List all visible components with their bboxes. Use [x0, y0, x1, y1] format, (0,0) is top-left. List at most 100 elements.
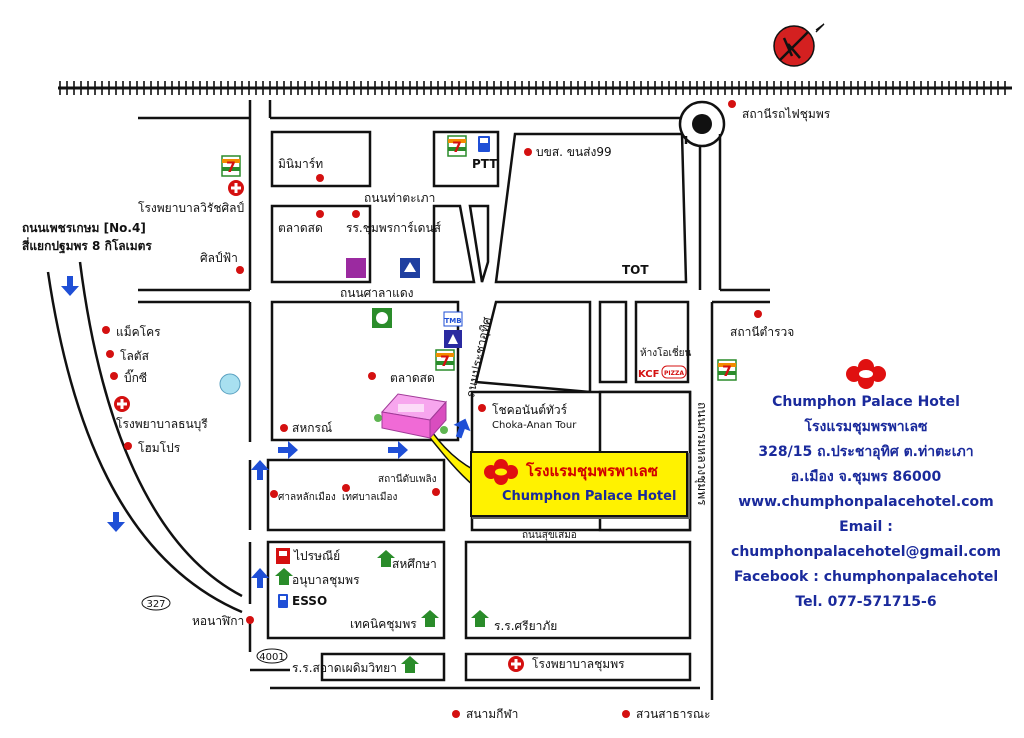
label-lotus: โลตัส: [120, 349, 150, 363]
location-dot: [478, 404, 486, 412]
location-dot: [270, 490, 278, 498]
location-dot: [316, 174, 324, 182]
seven-eleven-icon: 7: [435, 349, 455, 371]
label-park: สวนสาธารณะ: [636, 707, 710, 721]
svg-text:7: 7: [226, 160, 236, 176]
direction-arrow: [107, 512, 125, 532]
bank-icon: TMB: [219, 258, 463, 395]
label-bus99: บขส. ขนส่ง99: [536, 145, 612, 159]
location-dot: [236, 266, 244, 274]
seven-eleven-icon: 7: [221, 155, 241, 177]
label-technical: เทคนิคชุมพร: [350, 617, 417, 632]
road-phetkasem-sub: สี่แยกปฐมพร 8 กิโลเมตร: [22, 237, 152, 254]
location-dot: [728, 100, 736, 108]
city-blocks: [266, 130, 692, 682]
hotel-facebook[interactable]: Facebook : chumphonpalacehotel: [733, 569, 999, 585]
callout-name-th: โรงแรมชุมพรพาเลซ: [526, 462, 658, 480]
road-network: [46, 100, 770, 700]
location-dot: [622, 710, 630, 718]
location-dot: [316, 210, 324, 218]
hospital-cross-icon: [114, 396, 130, 412]
hotel-logo-icon: [484, 459, 518, 485]
svg-text:7: 7: [440, 354, 450, 370]
label-chumphon-hospital: โรงพยาบาลชุมพร: [532, 657, 625, 672]
direction-arrow: [61, 276, 79, 296]
fuel-icon: [278, 594, 288, 608]
label-fire-station: สถานีดับเพลิง: [378, 473, 437, 485]
label-makro: แม็คโคร: [116, 324, 161, 339]
label-bigc: บิ๊กซี: [124, 369, 147, 385]
label-minimart: มินิมาร์ท: [278, 157, 323, 171]
school-icons: [275, 550, 489, 673]
seven-eleven-icon: 7: [717, 359, 737, 381]
label-chumphon-garden: รร.ชุมพรการ์เดนส์: [346, 221, 442, 236]
school-icon: [377, 550, 395, 567]
hotel-email[interactable]: Email : chumphonpalacehotel@gmail.com: [731, 519, 1001, 560]
hotel-building-icon: [374, 393, 448, 440]
label-stadium: สนามกีฬา: [466, 707, 518, 721]
location-dot: [246, 616, 254, 624]
label-kindergarten: อนุบาลชุมพร: [292, 573, 360, 588]
label-police: สถานีตำรวจ: [730, 325, 794, 339]
hotel-name-en: Chumphon Palace Hotel: [772, 394, 960, 410]
hotel-tel[interactable]: Tel. 077-571715-6: [795, 594, 937, 610]
label-sinlapa: ศิลป์ฟ้า: [200, 251, 238, 265]
location-dot: [452, 710, 460, 718]
road-tha-taphao: ถนนท่าตะเภา: [364, 191, 435, 205]
route-4001-shield: 4001: [256, 648, 288, 664]
svg-text:7: 7: [722, 364, 732, 380]
location-dot: [110, 372, 118, 380]
label-esso: ESSO: [292, 594, 327, 608]
location-dot: [368, 372, 376, 380]
location-dot: [352, 210, 360, 218]
hotel-info: Chumphon Palace Hotel โรงแรมชุมพรพาเลซ 3…: [716, 390, 1016, 615]
post-icon: [276, 548, 290, 564]
label-sahasueksa: สหศึกษา: [392, 557, 437, 571]
label-municipality: เทศบาลเมือง: [342, 491, 397, 503]
roundabout-icon: [678, 100, 726, 148]
road-phetkasem: ถนนเพชรเกษม [No.4]: [22, 221, 146, 235]
school-icon: [471, 610, 489, 627]
road-sukhsamer: ถนนสุขเสมอ: [522, 530, 577, 541]
label-wirat-hospital: โรงพยาบาลวิรัชศิลป์: [138, 201, 244, 215]
direction-arrow: [388, 441, 408, 459]
location-dot: [124, 442, 132, 450]
hotel-website[interactable]: www.chumphonpalacehotel.com: [738, 494, 994, 510]
hotel-address-2: อ.เมือง จ.ชุมพร 86000: [790, 469, 942, 485]
label-clock-tower: หอนาฬิกา: [192, 614, 244, 628]
hotel-callout: โรงแรมชุมพรพาเลซ Chumphon Palace Hotel: [470, 451, 688, 517]
road-krom-luang: ถนนกรมหลวงชุมพร: [694, 402, 709, 506]
location-dot: [280, 424, 288, 432]
hotel-name-th: โรงแรมชุมพรพาเลซ: [804, 419, 928, 435]
school-icon: [275, 568, 293, 585]
label-choka-th: โชคอนันต์ทัวร์: [492, 403, 568, 417]
label-thanaburi-hospital: โรงพยาบาลธนบุรี: [116, 417, 208, 432]
label-city-shrine: ศาลหลักเมือง: [278, 491, 336, 503]
hospital-cross-icon: [508, 656, 524, 672]
svg-text:KCF: KCF: [638, 369, 659, 380]
svg-text:7: 7: [452, 140, 462, 156]
kcf-pizza-signs: KCF PIZZA: [638, 365, 687, 380]
svg-text:TMB: TMB: [444, 317, 461, 325]
seven-eleven-icon: 7: [447, 135, 467, 157]
svg-text:327: 327: [146, 599, 165, 610]
label-homepro: โฮมโปร: [138, 441, 181, 455]
label-cooperative: สหกรณ์: [292, 421, 332, 435]
label-sriyapai: ร.ร.ศรียาภัย: [494, 619, 557, 633]
hospital-cross-icon: [228, 180, 244, 196]
school-icon: [421, 610, 439, 627]
callout-name-en: Chumphon Palace Hotel: [502, 489, 677, 504]
direction-arrow: [251, 568, 269, 588]
label-market1: ตลาดสด: [278, 221, 323, 235]
hotel-address-1: 328/15 ถ.ประชาอุทิศ ต.ท่าตะเภา: [758, 444, 974, 460]
school-icon: [401, 656, 419, 673]
location-dot: [342, 484, 350, 492]
fuel-icon: [478, 136, 490, 152]
railway: [58, 81, 1012, 95]
label-ptt: PTT: [472, 157, 498, 171]
route-327-shield: 327: [141, 595, 171, 611]
location-dots: [102, 100, 762, 718]
label-market2: ตลาดสด: [390, 371, 435, 385]
road-sala-daeng: ถนนศาลาแดง: [340, 286, 414, 300]
label-station: สถานีรถไฟชุมพร: [742, 107, 831, 122]
